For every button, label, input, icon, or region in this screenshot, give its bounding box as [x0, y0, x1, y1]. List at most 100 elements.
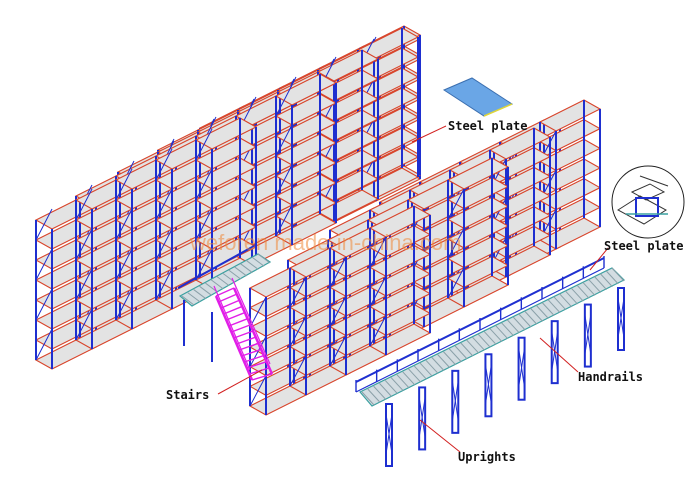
leader-handrails: [539, 337, 579, 373]
leader-lines: [217, 125, 609, 453]
rack-brace: [447, 188, 465, 220]
rack-brace: [195, 208, 213, 241]
walkway-slat: [228, 269, 242, 280]
walkway-slat: [576, 284, 590, 299]
rack-brace: [35, 248, 53, 281]
walkway-slat: [600, 273, 613, 288]
upright-brace: [484, 364, 492, 405]
label-steel-plate-right: Steel plate: [604, 239, 683, 253]
stair-tread: [236, 336, 256, 345]
stair-tread: [226, 311, 246, 321]
walkway-slat: [251, 256, 265, 267]
mezzanine-walkway: [178, 253, 626, 407]
mezzanine-upright: [385, 403, 393, 467]
rack-brace: [35, 288, 53, 321]
walkway-slat: [518, 313, 532, 328]
walkway-slat: [611, 267, 625, 282]
mezzanine-upright: [451, 369, 460, 434]
rack-bay: [316, 49, 380, 222]
leader-steel-plate-right: [589, 247, 609, 271]
rack-brace: [275, 124, 293, 157]
leader-uprights: [419, 419, 461, 453]
stair-tread: [220, 299, 240, 309]
walkway-slat: [234, 266, 247, 277]
upright-brace: [418, 397, 426, 438]
rack-brace: [115, 288, 133, 321]
rack-brace: [195, 248, 213, 281]
mezzanine-upright: [418, 386, 427, 451]
rack-brace: [275, 164, 293, 197]
walkway-slats: [181, 253, 625, 406]
stair-tread: [246, 361, 267, 369]
stair-tread: [218, 293, 237, 303]
rack-brace: [75, 268, 93, 301]
rack-brace: [369, 236, 387, 268]
stair-rail: [213, 285, 251, 371]
rack-brace: [115, 208, 133, 241]
rack-blocks: [34, 25, 602, 416]
upright-brace: [385, 413, 393, 455]
mezzanine-upright: [484, 353, 493, 418]
walkway-slat: [210, 279, 224, 290]
stair-tread: [244, 354, 265, 363]
leader-steel-plate-top: [411, 125, 447, 143]
walkway-slat: [448, 348, 462, 363]
rack-bay: [274, 73, 338, 246]
walkway-slat: [466, 339, 480, 354]
rack-brace: [275, 84, 293, 117]
steel-plate-swatch: [442, 77, 514, 117]
walkway-slat: [489, 328, 503, 342]
rack-brace: [249, 336, 267, 367]
rack-brace: [155, 228, 173, 261]
walkway-slat: [425, 359, 439, 374]
upright-brace: [451, 380, 459, 421]
walkway-slat: [536, 305, 549, 319]
steel-plate-edge: [483, 103, 513, 117]
walkway-slat: [512, 316, 526, 331]
rack-brace: [329, 335, 347, 367]
walkway-slat: [402, 371, 416, 386]
walkway-slat: [530, 308, 543, 322]
rack-brace: [447, 267, 465, 299]
label-steel-plate-top: Steel plate: [448, 119, 527, 133]
stair-tread: [241, 348, 262, 357]
handrails: [177, 245, 605, 393]
rack-brace: [447, 228, 465, 259]
walkway-slat: [605, 270, 619, 285]
walkway-slat: [390, 377, 404, 391]
stair-tread: [233, 330, 254, 339]
walkway-slat: [541, 302, 555, 316]
walkway-slat: [361, 391, 375, 406]
walkway-slat: [495, 325, 509, 340]
walkway-slat: [216, 276, 230, 287]
rack-bay: [446, 157, 510, 308]
rack-brace: [75, 308, 93, 341]
walkway-slat: [384, 380, 398, 394]
rack-brace: [155, 188, 173, 221]
mezzanine-upright: [617, 287, 625, 351]
walkway-slat: [477, 333, 491, 348]
walkway-slat: [408, 368, 421, 383]
walkway-slat: [437, 354, 450, 368]
mezzanine-upright: [517, 336, 526, 401]
rack-brace: [115, 168, 133, 201]
label-stairs: Stairs: [166, 388, 209, 402]
walkway-slat: [443, 351, 456, 365]
walkway-slat: [199, 285, 212, 296]
watermark: weforen made-in-china.com: [189, 230, 461, 255]
upright-brace: [584, 314, 592, 355]
rack-brace: [155, 268, 173, 301]
walkway-slat: [431, 357, 445, 371]
walkway-slat: [588, 279, 602, 293]
rack-brace: [75, 188, 93, 221]
walkway-slat: [257, 253, 271, 264]
rack-brace: [289, 355, 307, 387]
stair-tread: [215, 287, 235, 297]
rack-brace: [249, 296, 267, 328]
upright-brace: [617, 297, 625, 339]
rack-brace: [369, 315, 387, 347]
walkway-slat: [373, 385, 386, 400]
walkway-slat: [379, 383, 392, 397]
stair-tread: [231, 324, 251, 333]
